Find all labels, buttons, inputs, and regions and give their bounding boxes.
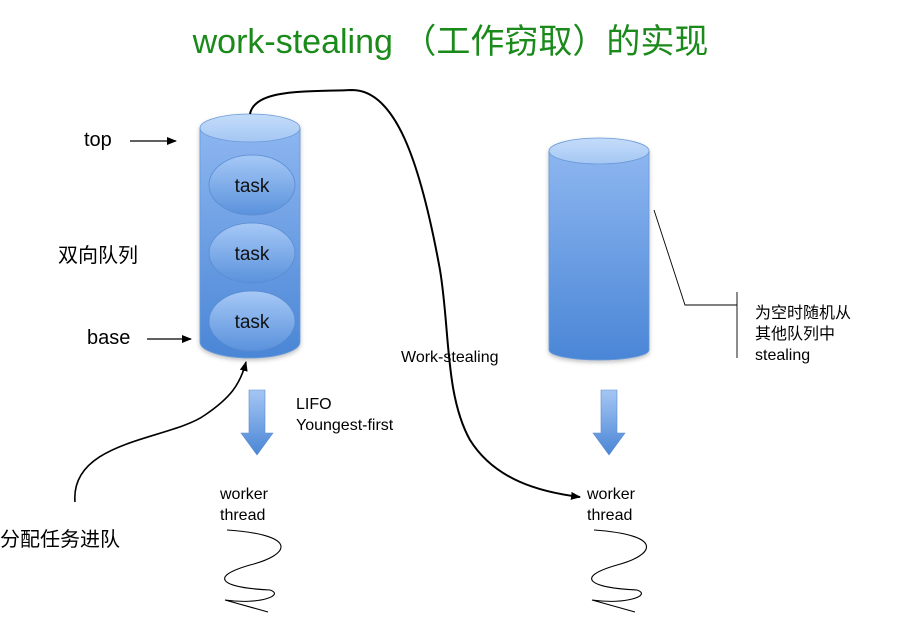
right-worker-label-line1: worker [587, 486, 636, 503]
base-label: base [87, 327, 131, 349]
steal-note-line3: stealing [755, 347, 811, 364]
right-pop-down-arrow [592, 389, 626, 456]
left-pop-down-arrow [240, 389, 274, 456]
right-worker-label-line2: thread [587, 507, 633, 524]
youngest-first-label: Youngest-first [296, 417, 394, 434]
left-worker-label-line2: thread [220, 507, 266, 524]
svg-text:task: task [235, 312, 270, 333]
note-connector-line [653, 209, 737, 306]
work-stealing-arrow [249, 88, 581, 500]
task-item: task [208, 154, 296, 216]
left-worker-thread-icon [224, 529, 282, 613]
left-worker-label-line1: worker [220, 486, 269, 503]
task-item: task [208, 290, 296, 352]
steal-note-line1: 为空时随机从 [755, 303, 852, 322]
top-label: top [84, 129, 112, 151]
diagram-title: work-stealing （工作窃取）的实现 [192, 23, 709, 61]
svg-text:task: task [235, 176, 270, 197]
enqueue-label: 分配任务进队 [0, 527, 120, 551]
work-stealing-label: Work-stealing [401, 349, 499, 366]
task-item: task [208, 222, 296, 284]
enqueue-arrow [74, 361, 248, 503]
svg-text:task: task [235, 244, 270, 265]
right-deque-cylinder [548, 137, 650, 361]
right-worker-thread-icon [591, 529, 647, 613]
lifo-label: LIFO [296, 396, 332, 413]
steal-note-line2: 其他队列中 [755, 324, 836, 343]
deque-label: 双向队列 [58, 243, 138, 267]
